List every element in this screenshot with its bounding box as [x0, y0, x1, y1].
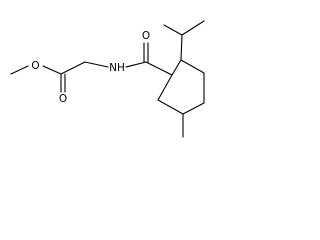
- atom-ether-oxygen: O: [31, 60, 39, 72]
- bond-nh-amide-carbon: [125, 61, 147, 68]
- bond-ch2-nh: [84, 61, 109, 68]
- ring-bond-2: [180, 59, 205, 74]
- ring-bond-1: [171, 59, 182, 76]
- atom-amide-carbonyl-oxygen: O: [142, 30, 150, 42]
- ring-bond-4: [182, 102, 205, 115]
- bond-o-ester-carbon: [42, 65, 62, 75]
- ring-bond-6: [157, 74, 173, 101]
- bond-methyl-o: [10, 65, 29, 75]
- atom-amide-nitrogen: NH: [109, 62, 125, 74]
- molecule-svg: O O NH O: [10, 20, 205, 138]
- bond-ester-carbon-ch2: [60, 61, 86, 75]
- bond-ring-isopropyl: [180, 34, 183, 61]
- atom-ester-carbonyl-oxygen: O: [59, 93, 67, 105]
- bond-isopropyl-methyl-left: [163, 24, 183, 36]
- structure-diagram: O O NH O: [0, 0, 234, 154]
- ring-bond-5: [157, 99, 184, 115]
- bond-amide-carbon-ring: [145, 61, 173, 76]
- bond-isopropyl-methyl-right: [181, 20, 205, 36]
